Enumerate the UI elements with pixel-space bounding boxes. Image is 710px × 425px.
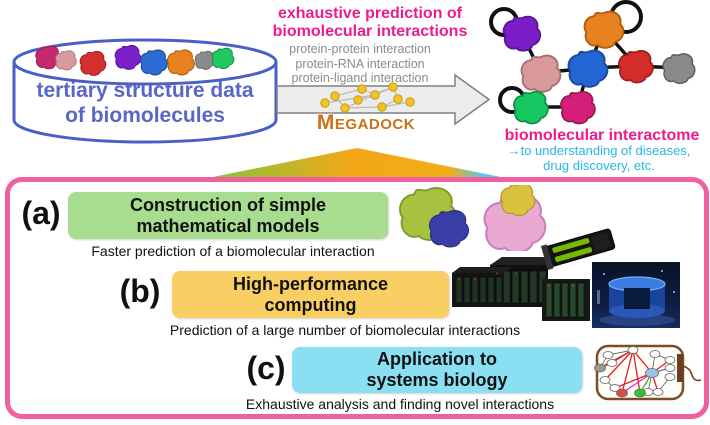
protein-complex-green-blue — [398, 186, 470, 248]
panel-b-title-box: High-performance computing — [172, 271, 449, 318]
panel-b-caption: Prediction of a large number of biomolec… — [169, 322, 521, 338]
panel-a-label: (a) — [21, 195, 61, 231]
interaction-type-item: protein-ligand interaction — [291, 71, 429, 85]
protein-complex-pink-yellow — [483, 185, 547, 251]
panel-c-label: (c) — [246, 350, 286, 386]
panel-c-title-line1: Application to — [377, 349, 497, 369]
prediction-heading-line1: exhaustive prediction of — [277, 5, 463, 22]
gpu-card-icon — [540, 228, 616, 271]
database-cylinder-icon — [12, 38, 278, 144]
panel-a-caption: Faster prediction of a biomolecular inte… — [91, 243, 375, 259]
database-label-line1: tertiary structure data — [36, 79, 254, 102]
interactome-network — [489, 0, 696, 125]
panel-a-title-line1: Construction of simple — [129, 194, 326, 215]
database-label-line2: of biomolecules — [65, 104, 225, 127]
panel-a-title-box: Construction of simple mathematical mode… — [68, 192, 388, 239]
gradient-funnel — [203, 148, 511, 179]
panel-c-caption: Exhaustive analysis and finding novel in… — [245, 396, 555, 412]
interaction-type-item: protein-RNA interaction — [295, 56, 425, 71]
interactome-subtitle-line2: drug discovery, etc. — [543, 157, 655, 173]
protein-complex-images — [398, 185, 547, 251]
supercomputer-photo — [592, 262, 680, 328]
membrane-bar — [677, 354, 683, 382]
interaction-type-list: protein-protein interaction protein-RNA … — [253, 42, 467, 86]
panel-a-title-line2: mathematical models — [136, 215, 320, 236]
panel-c-title-box: Application to systems biology — [292, 347, 582, 393]
protein-node-icons — [502, 10, 696, 125]
interaction-type-item: protein-protein interaction — [289, 42, 431, 56]
membrane-tail — [682, 365, 702, 382]
prediction-heading-line2: biomolecular interactions — [272, 22, 468, 40]
prediction-heading: exhaustive prediction of biomolecular in… — [253, 5, 487, 40]
panel-b-label: (b) — [119, 273, 161, 309]
server-rack-icon — [452, 257, 590, 321]
interactome-subtitle-line1: →to understanding of diseases, — [507, 143, 691, 158]
flow-arrow-icon — [276, 73, 491, 126]
interactome-subtitle: →to understanding of diseases, drug disc… — [490, 143, 708, 173]
panel-c-title-line2: systems biology — [366, 370, 508, 390]
panel-b-title-line2: computing — [264, 294, 357, 315]
pathway-diagram — [594, 344, 702, 401]
panel-b-title-line1: High-performance — [232, 273, 389, 294]
interactome-title: biomolecular interactome — [504, 127, 700, 144]
pathway-nodes — [594, 346, 676, 398]
megadock-wordmark: MEGADOCK — [316, 111, 416, 134]
